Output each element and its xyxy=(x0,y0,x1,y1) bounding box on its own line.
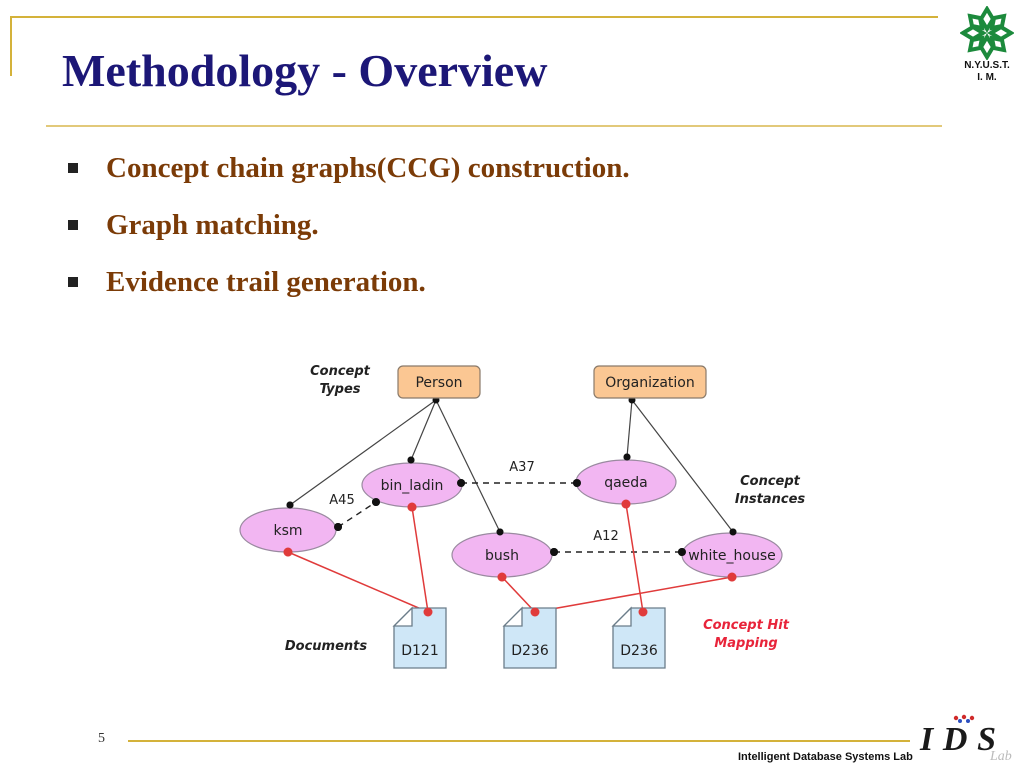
type-link-ksm xyxy=(289,399,437,506)
documents-label: Documents xyxy=(285,639,368,654)
association-a45 xyxy=(337,501,377,528)
instance-node-label-qaeda: qaeda xyxy=(604,475,648,491)
ids-logo-script: Lab xyxy=(989,749,1012,764)
bullet-text: Graph matching. xyxy=(106,209,319,241)
document-label-doc2: D236 xyxy=(511,643,549,659)
type-link-endpoint xyxy=(496,528,504,536)
association-label-a45: A45 xyxy=(329,493,354,508)
document-hit-point xyxy=(423,607,433,617)
logo-caption: N.Y.U.S.T. I. M. xyxy=(952,60,1022,84)
instance-node-label-ksm: ksm xyxy=(273,523,302,539)
hit-link-bush xyxy=(501,576,536,613)
page-number: 5 xyxy=(98,731,105,746)
slide-title: Methodology - Overview xyxy=(62,45,548,96)
association-endpoint xyxy=(573,479,581,487)
footer-lab-name: Intelligent Database Systems Lab xyxy=(738,751,913,763)
document-fold-icon xyxy=(502,606,523,627)
hit-link-endpoint xyxy=(407,502,417,512)
association-endpoint xyxy=(372,498,380,506)
footer-divider xyxy=(128,740,910,742)
association-endpoint xyxy=(550,548,558,556)
document-label-doc3: D236 xyxy=(620,643,658,659)
type-link-endpoint xyxy=(407,456,415,464)
bullet-text: Evidence trail generation. xyxy=(106,266,426,298)
document-icon xyxy=(503,607,557,669)
title-divider xyxy=(46,125,942,127)
type-link-endpoint xyxy=(729,528,737,536)
concept-types-label-line-1: Concept xyxy=(310,364,371,379)
type-link-endpoint xyxy=(623,453,631,461)
document-fold-icon xyxy=(392,606,413,627)
logo-line-2: I. M. xyxy=(977,72,997,83)
association-endpoint xyxy=(457,479,465,487)
square-bullet-icon xyxy=(68,163,78,173)
hit-link-endpoint xyxy=(283,547,293,557)
type-node-label-person: Person xyxy=(415,375,462,391)
association-label-a12: A12 xyxy=(593,529,618,544)
document-hit-point xyxy=(530,607,540,617)
document-label-doc1: D121 xyxy=(401,643,439,659)
instance-node-label-bush: bush xyxy=(485,548,519,564)
type-link-bush xyxy=(435,399,501,533)
hit-link-ksm xyxy=(287,551,429,613)
hit-link-white_house xyxy=(534,576,733,613)
square-bullet-icon xyxy=(68,277,78,287)
type-link-endpoint xyxy=(286,501,294,509)
concept-types-label-line-2: Types xyxy=(319,382,360,397)
document-fold-icon xyxy=(611,606,632,627)
concept-instances-label-line-2: Instances xyxy=(735,492,806,507)
bullet-item: Concept chain graphs(CCG) construction. xyxy=(68,152,630,209)
type-link-bin_ladin xyxy=(410,399,437,461)
association-endpoint xyxy=(334,523,342,531)
type-link-white_house xyxy=(631,399,734,533)
hit-link-endpoint xyxy=(497,572,507,582)
association-endpoint xyxy=(678,548,686,556)
document-icon xyxy=(393,607,447,669)
square-bullet-icon xyxy=(68,220,78,230)
logo-line-1: N.Y.U.S.T. xyxy=(964,60,1010,71)
hit-link-endpoint xyxy=(727,572,737,582)
hit-link-bin_ladin xyxy=(411,506,429,613)
bullet-list: Concept chain graphs(CCG) construction. … xyxy=(68,152,630,323)
nyust-logo: N.Y.U.S.T. I. M. xyxy=(952,4,1022,90)
concept-hit-mapping-label-line-1: Concept Hit xyxy=(703,618,790,633)
bullet-item: Graph matching. xyxy=(68,209,630,266)
instance-node-label-white_house: white_house xyxy=(688,548,776,564)
instance-node-label-bin_ladin: bin_ladin xyxy=(381,478,444,494)
type-node-person xyxy=(397,365,481,399)
type-node-label-organization: Organization xyxy=(605,375,695,391)
ids-logo-icon: IDS Lab xyxy=(919,714,1012,764)
frame-left-accent xyxy=(10,16,12,76)
document-icon xyxy=(612,607,666,669)
hit-link-endpoint xyxy=(621,499,631,509)
nyust-emblem-icon xyxy=(960,6,1014,60)
association-label-a37: A37 xyxy=(509,460,534,475)
type-node-organization xyxy=(593,365,707,399)
document-hit-point xyxy=(638,607,648,617)
frame-top-accent xyxy=(10,16,938,18)
type-link-qaeda xyxy=(626,399,633,458)
concept-hit-mapping-label-line-2: Mapping xyxy=(714,636,777,651)
bullet-item: Evidence trail generation. xyxy=(68,266,630,323)
ids-lab-logo: IDS Lab xyxy=(912,712,1020,769)
ids-logo-text: IDS xyxy=(919,721,996,758)
bullet-text: Concept chain graphs(CCG) construction. xyxy=(106,152,630,184)
hit-link-qaeda xyxy=(625,503,644,613)
concept-instances-label-line-1: Concept xyxy=(740,474,801,489)
